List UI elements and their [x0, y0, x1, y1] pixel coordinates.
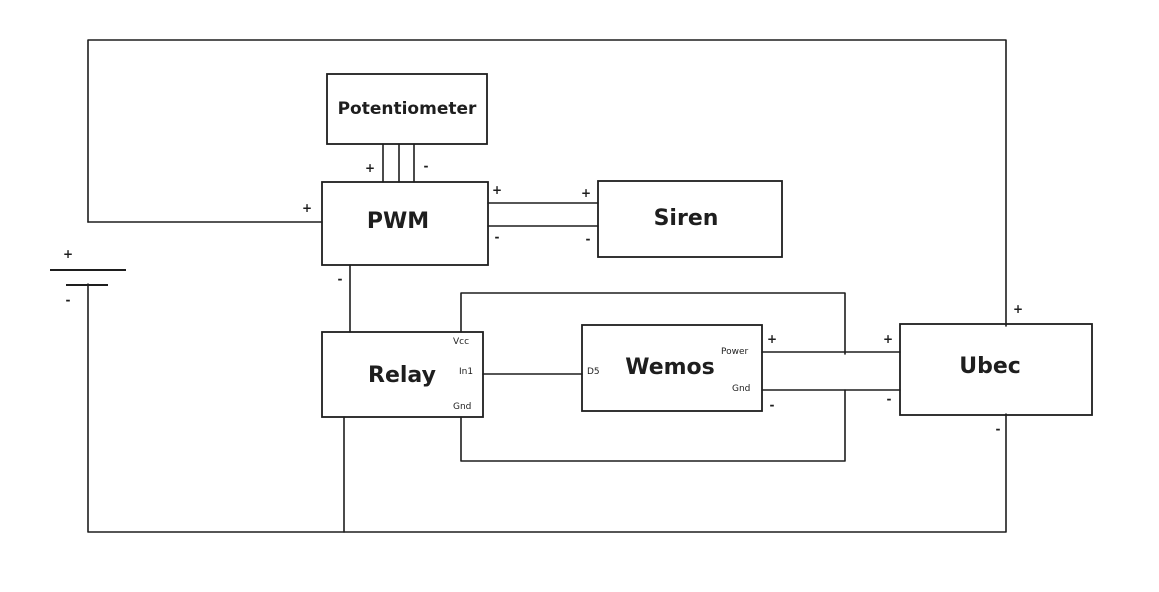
- wemos-power-plus-sign: +: [767, 332, 777, 346]
- potentiometer-label: Potentiometer: [338, 99, 477, 119]
- wemos-power-pin-label: Power: [721, 347, 749, 357]
- pot-minus-sign: -: [424, 159, 429, 173]
- ubec-block: [899, 323, 1093, 416]
- pwm-out-minus-sign: -: [495, 230, 500, 244]
- ubec-label: Ubec: [959, 354, 1021, 379]
- pwm-block: [321, 181, 489, 266]
- relay-label: Relay: [368, 363, 436, 388]
- relay-vcc-pin-label: Vcc: [453, 337, 469, 347]
- wire-relay-vcc-loop: [460, 292, 846, 355]
- siren-plus-sign: +: [581, 186, 591, 200]
- siren-label: Siren: [654, 206, 719, 231]
- siren-block: [597, 180, 783, 258]
- wire-outer-bottom: [87, 283, 1007, 533]
- wemos-gnd-minus-sign: -: [770, 398, 775, 412]
- ubec-in-minus-sign: -: [887, 392, 892, 406]
- wire-relay-gnd-loop: [460, 389, 846, 462]
- ubec-in-plus-sign: +: [883, 332, 893, 346]
- relay-in1-pin-label: In1: [459, 367, 473, 377]
- wemos-gnd-pin-label: Gnd: [732, 384, 750, 394]
- ubec-top-plus-sign: +: [1013, 302, 1023, 316]
- pwm-input-plus-sign: +: [302, 201, 312, 215]
- potentiometer-block: [326, 73, 488, 145]
- wemos-label: Wemos: [625, 355, 715, 380]
- wire-outer-top: [87, 39, 1007, 327]
- relay-block: [321, 331, 484, 418]
- pot-plus-sign: +: [365, 161, 375, 175]
- pwm-out-plus-sign: +: [492, 183, 502, 197]
- battery-plus-sign: +: [63, 247, 73, 261]
- wemos-d5-pin-label: D5: [587, 367, 600, 377]
- ubec-bottom-minus-sign: -: [996, 422, 1001, 436]
- pwm-label: PWM: [367, 209, 429, 234]
- siren-minus-sign: -: [586, 232, 591, 246]
- pwm-minus-sign: -: [338, 272, 343, 286]
- wemos-block: [581, 324, 763, 412]
- battery-minus-sign: -: [66, 293, 71, 307]
- relay-gnd-pin-label: Gnd: [453, 402, 471, 412]
